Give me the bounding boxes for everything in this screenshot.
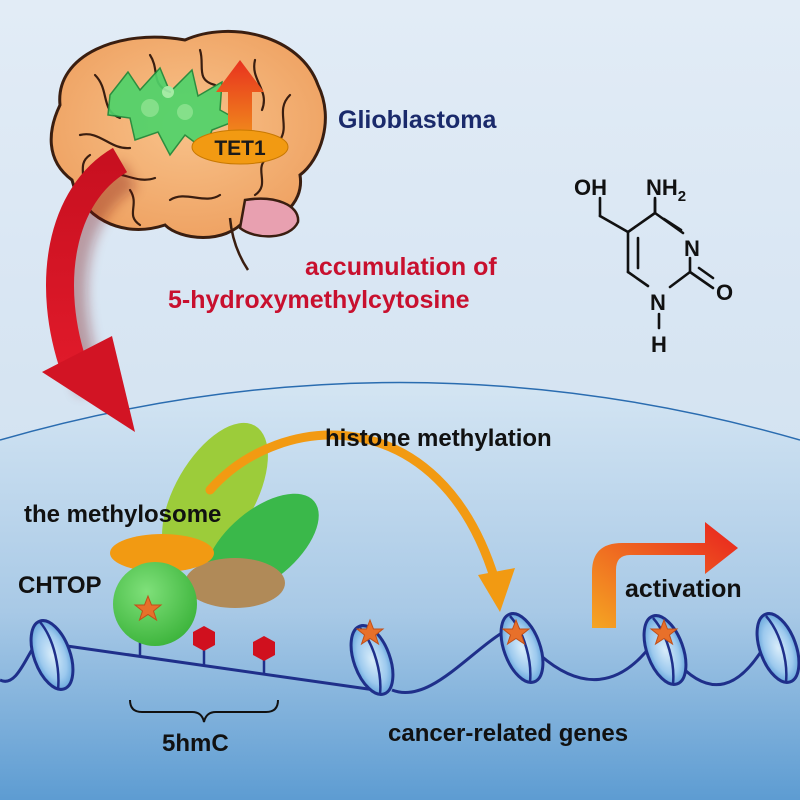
atom-n-bottom: N: [650, 290, 666, 315]
chtop-label: CHTOP: [18, 572, 102, 599]
hmc-bracket: [129, 699, 279, 723]
histone-methyl-marks: [133, 594, 679, 646]
tet1-oval: [191, 129, 289, 165]
atom-n-ring: N: [684, 236, 700, 261]
disease-title: Glioblastoma: [338, 106, 497, 134]
tumor-cluster: [107, 66, 240, 157]
activation-label: activation: [625, 575, 742, 603]
fivehmc-label: 5hmC: [162, 730, 229, 757]
hmc-mark-3: [253, 636, 275, 674]
methyl-star-2: [355, 618, 385, 646]
atom-h-bottom: H: [651, 332, 667, 357]
hydroxymethylcytosine-structure: [598, 196, 715, 330]
accumulation-line-2: 5-hydroxymethylcytosine: [168, 286, 470, 314]
accumulation-line-1: accumulation of: [305, 253, 497, 281]
cancer-genes-label: cancer-related genes: [388, 720, 628, 747]
atom-nh2: NH2: [646, 175, 686, 205]
histone-methylation-arrow: [205, 430, 515, 612]
tet1-label: TET1: [214, 137, 266, 160]
methyl-star-4: [649, 618, 679, 646]
hmc-mark-2: [193, 626, 215, 665]
activation-arrow: [592, 522, 738, 628]
chtop-protein: [113, 562, 197, 646]
flow-arrow-brain-to-nucleus: [42, 147, 138, 432]
molecule-atom-labels: OH NH2 N N H O: [574, 175, 733, 357]
histone-methylation-label: histone methylation: [325, 425, 552, 452]
methyl-star-1: [133, 594, 163, 622]
atom-o-carbonyl: O: [716, 280, 733, 305]
methylosome-label: the methylosome: [24, 501, 221, 528]
nucleosome-4: [642, 614, 688, 686]
atom-oh: OH: [574, 175, 607, 200]
nucleosome-5: [755, 612, 800, 684]
methylosome-subunit-brown: [185, 558, 285, 608]
nucleosome-1: [29, 619, 75, 691]
methylosome-subunit-orange: [110, 534, 214, 572]
tet1-upregulation-arrow: [216, 60, 264, 150]
methyl-star-3: [501, 618, 531, 646]
